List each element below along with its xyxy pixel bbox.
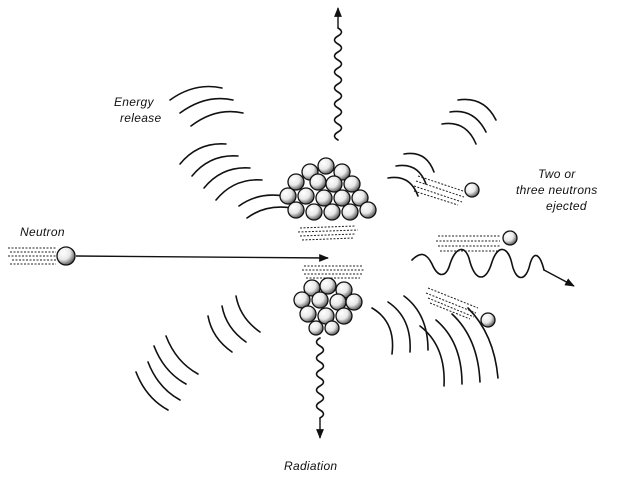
radiation-label: Radiation	[284, 459, 337, 473]
upper-fragment-trail	[298, 226, 358, 240]
energy-arcs-upper-right	[388, 99, 496, 196]
ejected-neutron-2	[436, 231, 517, 251]
neutron-trail	[8, 248, 56, 264]
nucleus-fragment-lower	[294, 278, 362, 335]
ejected-label-line1: Two or	[538, 167, 576, 181]
energy-release-label-line1: Energy	[114, 95, 155, 109]
radiation-wave-right	[412, 249, 574, 286]
radiation-wave-down	[317, 338, 324, 438]
ejected-label-line3: ejected	[546, 199, 587, 213]
energy-release-label-line2: release	[120, 111, 161, 125]
lower-fragment-trail	[302, 266, 364, 278]
radiation-wave-up	[335, 8, 342, 140]
incoming-neutron	[8, 247, 328, 265]
ejected-label-line2: three neutrons	[516, 183, 598, 197]
neutron-path-arrow	[76, 256, 328, 258]
energy-arcs-upper-left	[170, 87, 292, 219]
nucleus-fragment-upper	[280, 158, 376, 220]
energy-arcs-lower-left	[136, 296, 260, 410]
neutron-label: Neutron	[20, 225, 65, 239]
energy-arcs-lower-right	[372, 296, 498, 386]
neutron-ball	[57, 247, 75, 265]
